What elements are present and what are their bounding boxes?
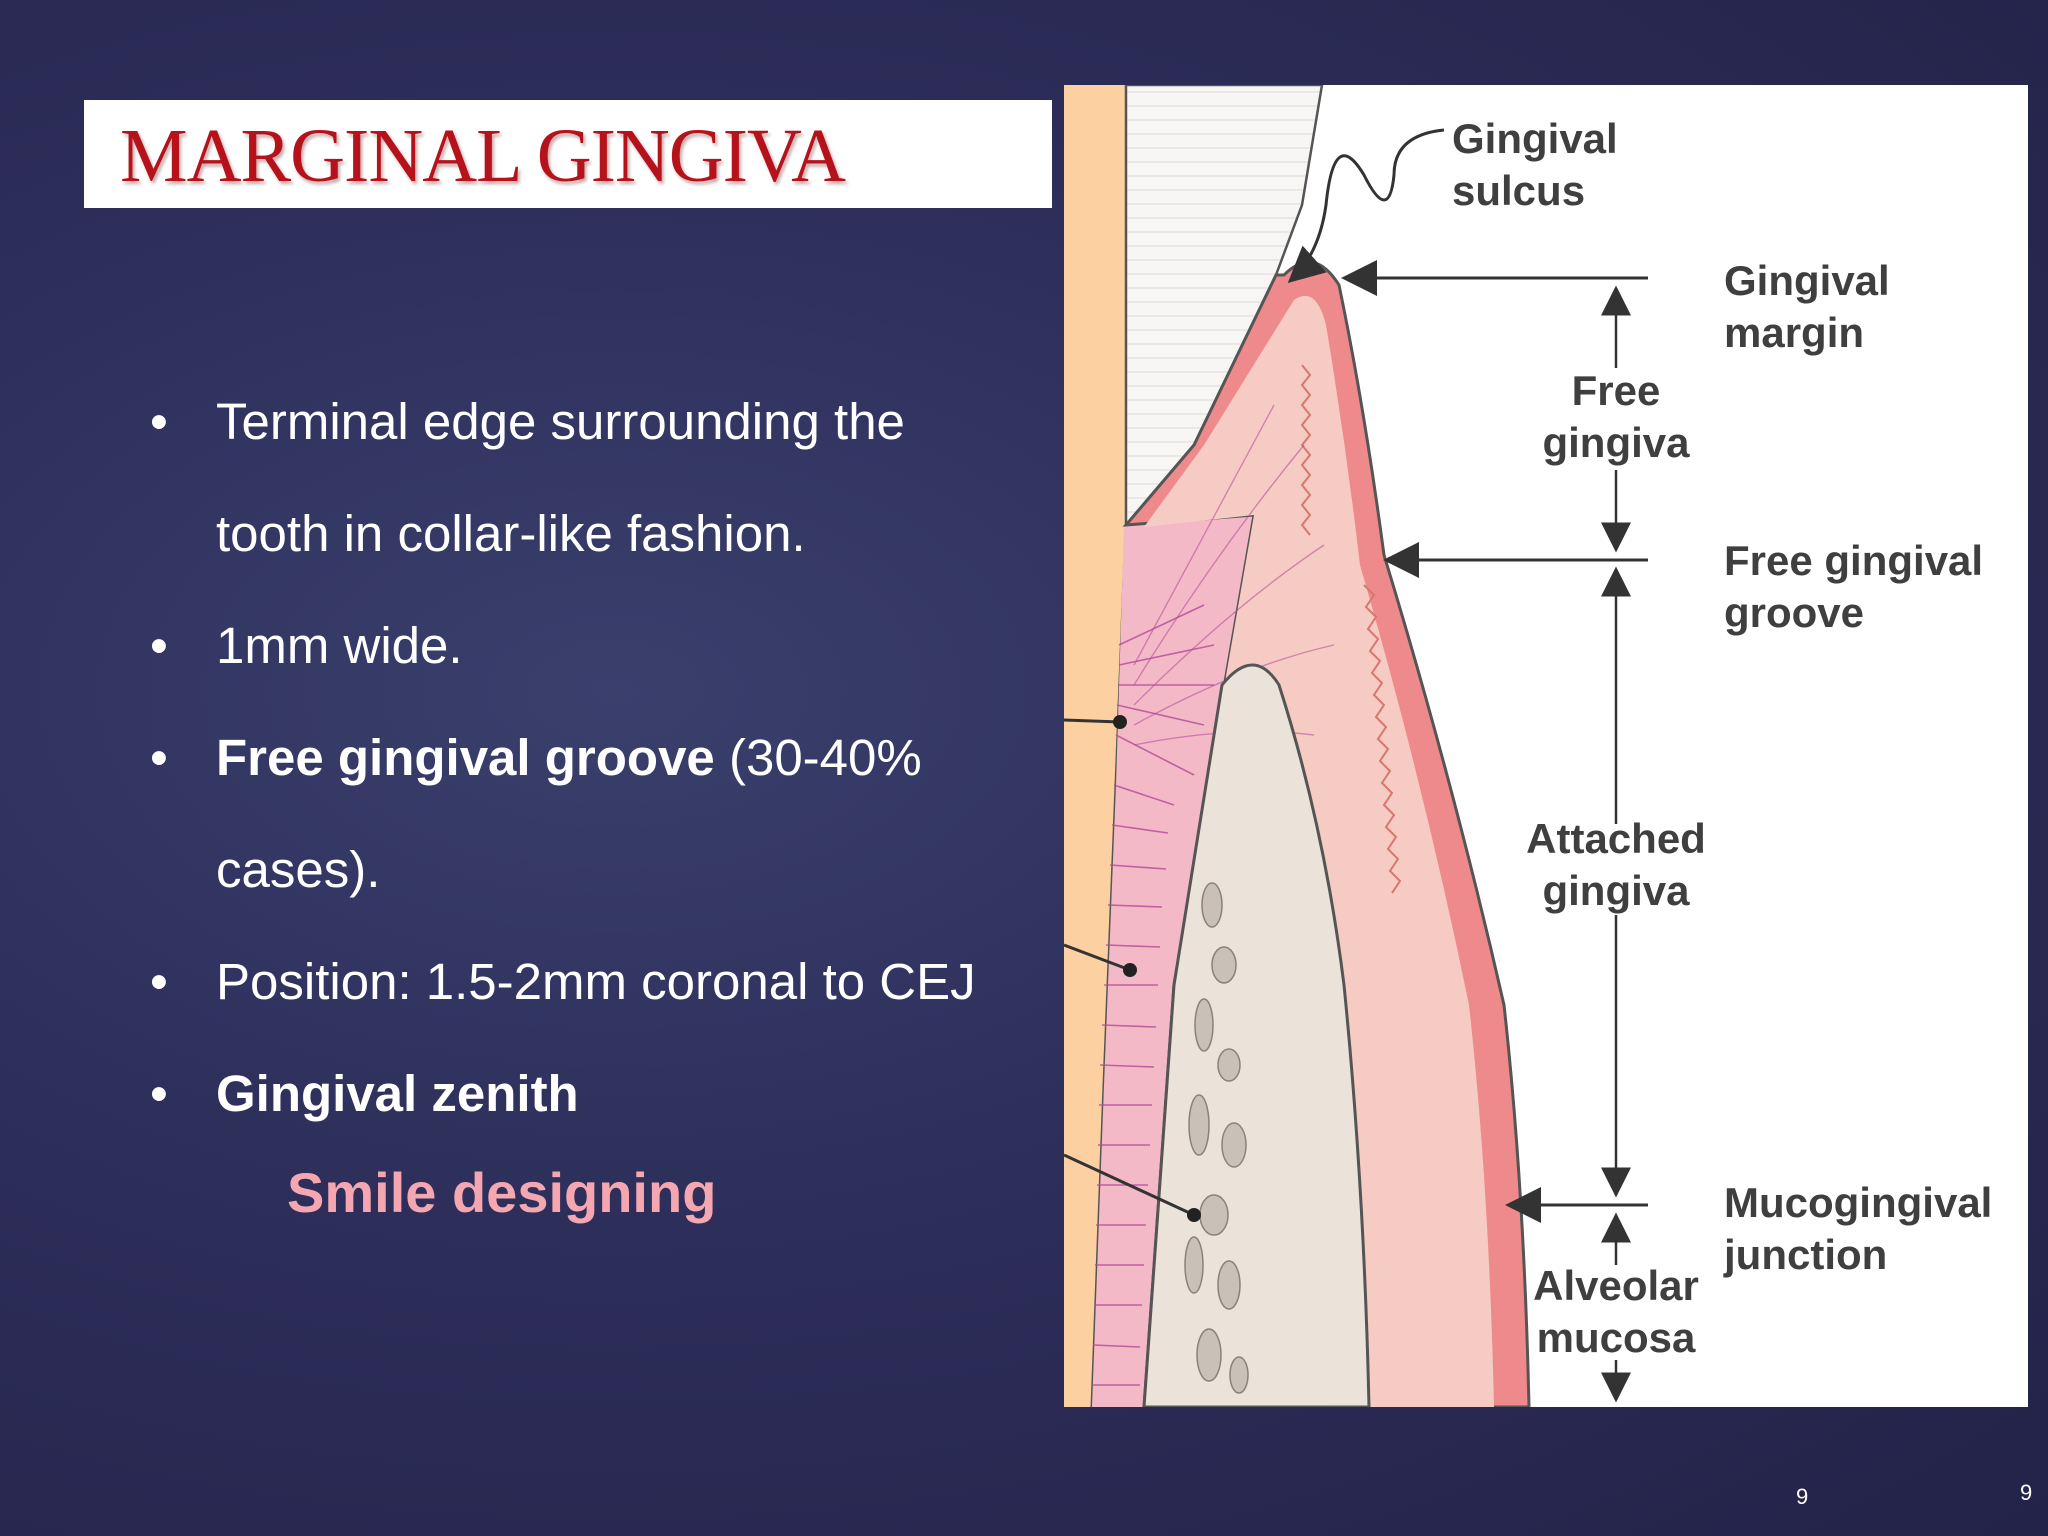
bullet-item: • 1mm wide. [148,590,1048,702]
bullet-text: Terminal edge surrounding the [216,393,905,450]
bullet-text: cases). [216,841,381,898]
bullet-dot: • [150,953,168,1010]
sulcus-pointer [1287,128,1445,284]
bullet-list: • Terminal edge surrounding the tooth in… [148,366,1048,1150]
gingiva-diagram: Gingival sulcus Gingival margin Free gin… [1064,85,2028,1407]
label-arrows [1341,260,1648,1223]
slide-page-number-corner: 9 [2020,1480,2033,1505]
bullet-continuation: tooth in collar-like fashion. [148,478,1048,590]
label-free-gingiva-line1: Free [1572,367,1661,414]
bullet-dot: • [150,1065,168,1122]
bone-trabeculae [1184,882,1249,1394]
label-free-gingival-groove-line2: groove [1724,589,1864,636]
label-alveolar-mucosa-line1: Alveolar [1533,1262,1699,1309]
bullet-item: • Free gingival groove (30-40% [148,702,1048,814]
rete-pegs-lower [1363,584,1402,894]
bullet-dot: • [150,729,168,786]
pointer-dots [1113,715,1201,1222]
label-mucogingival-junction-line2: junction [1723,1231,1887,1278]
bullet-text: tooth in collar-like fashion. [216,505,806,562]
label-free-gingiva-line2: gingiva [1542,419,1690,466]
label-gingival-sulcus-line2: sulcus [1452,167,1585,214]
label-gingival-margin-line1: Gingival [1724,257,1890,304]
bullet-text: 1mm wide. [216,617,463,674]
label-gingival-margin-line2: margin [1724,309,1864,356]
pointer-lines [1064,718,1195,1217]
ligament-fibers [1092,604,1215,1386]
label-alveolar-mucosa-line2: mucosa [1537,1314,1696,1361]
slide-title: MARGINAL GINGIVA [120,114,846,198]
title-box: MARGINAL GINGIVA [84,100,1052,208]
bullet-dot: • [150,393,168,450]
bullet-bold-text: Free gingival groove [216,729,715,786]
gingiva-diagram-svg: Gingival sulcus Gingival margin Free gin… [1064,85,1992,1407]
label-mucogingival-junction-line1: Mucogingival [1724,1179,1992,1226]
rete-pegs-upper [1300,364,1312,536]
bullet-text: Position: 1.5-2mm coronal to CEJ [216,953,976,1010]
slide-page-number: 9 [1796,1484,1809,1509]
label-gingival-sulcus-line1: Gingival [1452,115,1618,162]
bullet-continuation: cases). [148,814,1048,926]
smile-designing-note: Smile designing [287,1161,717,1224]
label-attached-gingiva-line2: gingiva [1542,867,1690,914]
bullet-text: (30-40% [714,729,922,786]
label-attached-gingiva-line1: Attached [1526,815,1706,862]
bullet-item: • Position: 1.5-2mm coronal to CEJ [148,926,1048,1038]
bullet-item: • Gingival zenith [148,1038,1048,1150]
bullet-item: • Terminal edge surrounding the [148,366,1048,478]
bullet-bold-text: Gingival zenith [216,1065,579,1122]
bullet-dot: • [150,617,168,674]
label-free-gingival-groove-line1: Free gingival [1724,537,1983,584]
